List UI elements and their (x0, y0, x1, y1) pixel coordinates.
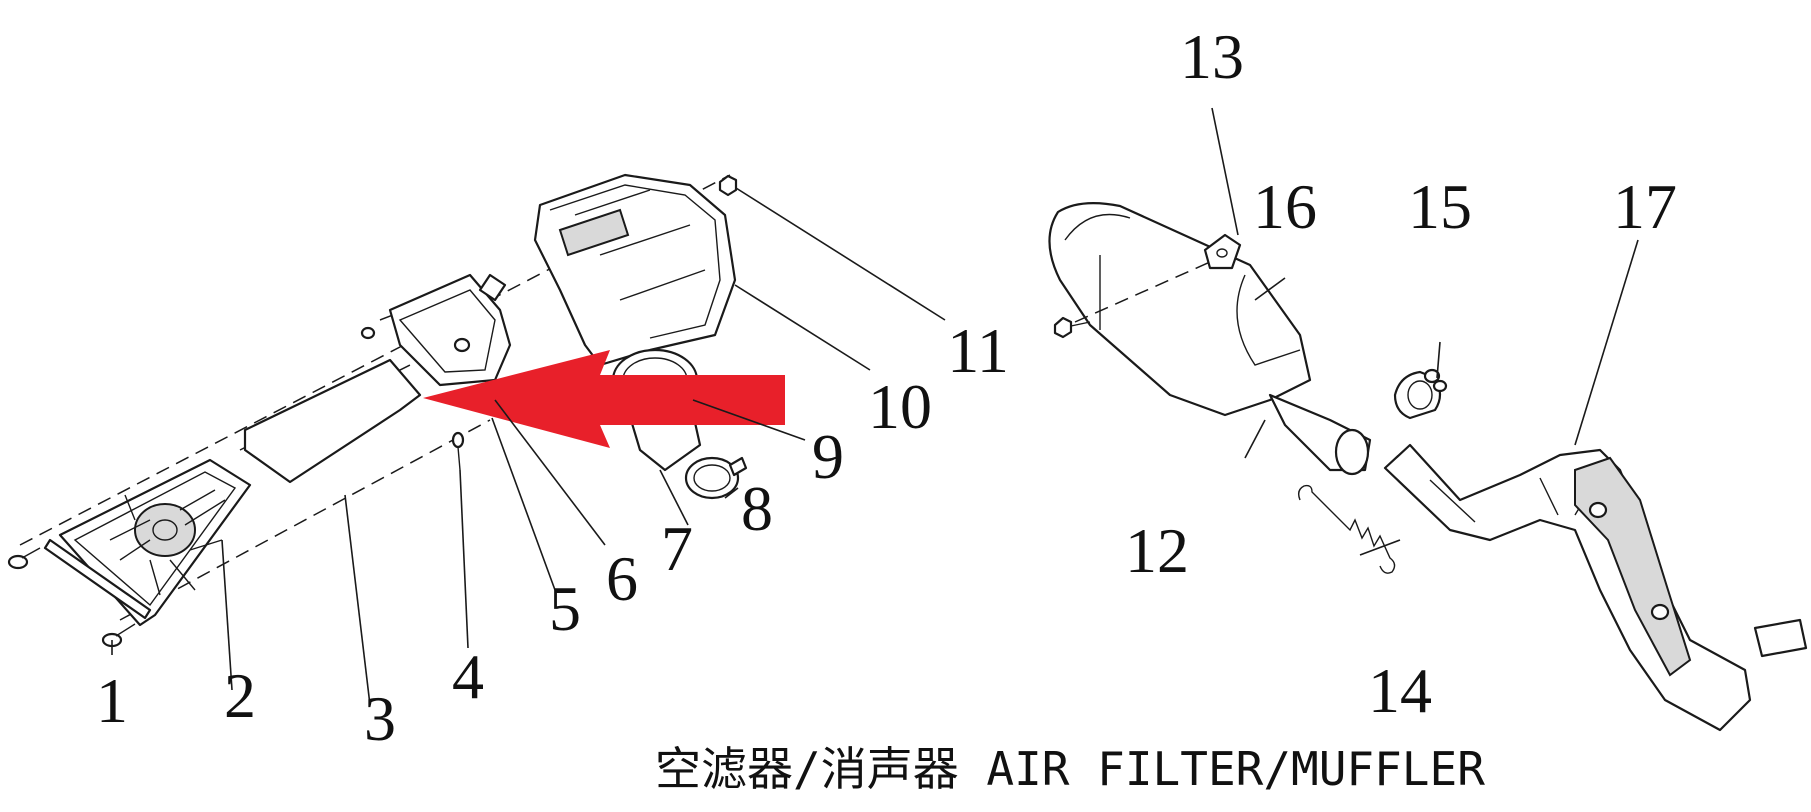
callout-4: 4 (452, 641, 484, 712)
callout-17: 17 (1613, 171, 1677, 242)
leader-line-2 (221, 539, 233, 691)
bolt-part-12 (1053, 261, 1211, 339)
air-filter-assembly (7, 173, 946, 706)
leader-line-3 (344, 494, 371, 706)
highlight-arrow (423, 350, 785, 448)
callout-6: 6 (606, 543, 638, 614)
callout-13: 13 (1180, 21, 1244, 92)
leader-line-12 (1244, 419, 1266, 459)
callout-12: 12 (1125, 515, 1189, 586)
callout-2: 2 (224, 660, 256, 731)
callout-1: 1 (96, 665, 128, 736)
leader-line-6 (494, 399, 606, 546)
callout-10: 10 (868, 371, 932, 442)
callout-16: 16 (1253, 171, 1317, 242)
leader-line-9 (692, 399, 806, 441)
callout-11: 11 (947, 315, 1009, 386)
leader-line-16 (1254, 277, 1286, 301)
leader-line-13 (1211, 107, 1239, 236)
nut-part-11 (718, 174, 738, 197)
callout-14: 14 (1368, 655, 1432, 726)
leader-line-7 (659, 469, 689, 526)
header-pipe-part-17 (1383, 443, 1808, 732)
callout-15: 15 (1408, 171, 1472, 242)
filter-cover-part-2 (43, 458, 252, 627)
leader-line-4 (459, 469, 469, 649)
leader-line-11 (735, 187, 946, 321)
leader-line-17 (1574, 239, 1639, 446)
spring-part-14 (1297, 484, 1396, 574)
callout-3: 3 (364, 683, 396, 754)
screw-part-4 (451, 431, 465, 471)
leader-line-15 (1436, 341, 1441, 379)
callout-5: 5 (549, 573, 581, 644)
leader-line-5 (491, 417, 556, 591)
leader-line-8 (724, 487, 739, 499)
air-box-part-10 (533, 173, 737, 367)
callout-9: 9 (812, 421, 844, 492)
leader-line-14 (1359, 539, 1401, 556)
screw-part-1 (7, 547, 136, 648)
hose-clamp-part-8 (684, 456, 748, 500)
callout-8: 8 (741, 473, 773, 544)
diagram-caption: 空滤器/消声器 AIR FILTER/MUFFLER (655, 742, 1485, 796)
callout-7: 7 (661, 513, 693, 584)
muffler-part-16 (1048, 202, 1372, 476)
assembly-axis-line (119, 419, 491, 621)
filter-element-part-3 (243, 358, 422, 484)
leader-line-10 (734, 284, 871, 371)
muffler-assembly (1048, 107, 1808, 732)
filter-frame-part-5-6 (360, 273, 512, 387)
clamp-part-15 (1393, 368, 1448, 420)
